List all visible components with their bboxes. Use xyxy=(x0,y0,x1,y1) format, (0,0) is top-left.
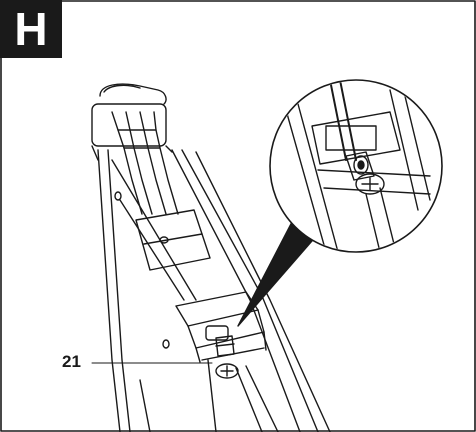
clamp-block xyxy=(175,291,267,363)
zoom-detail xyxy=(269,79,443,253)
step-badge: H xyxy=(0,0,62,58)
center-slot xyxy=(114,191,211,349)
top-end-cap xyxy=(91,83,179,215)
rail-body xyxy=(97,149,331,432)
screw-21 xyxy=(215,335,239,379)
callout-label-21: 21 xyxy=(62,352,81,371)
